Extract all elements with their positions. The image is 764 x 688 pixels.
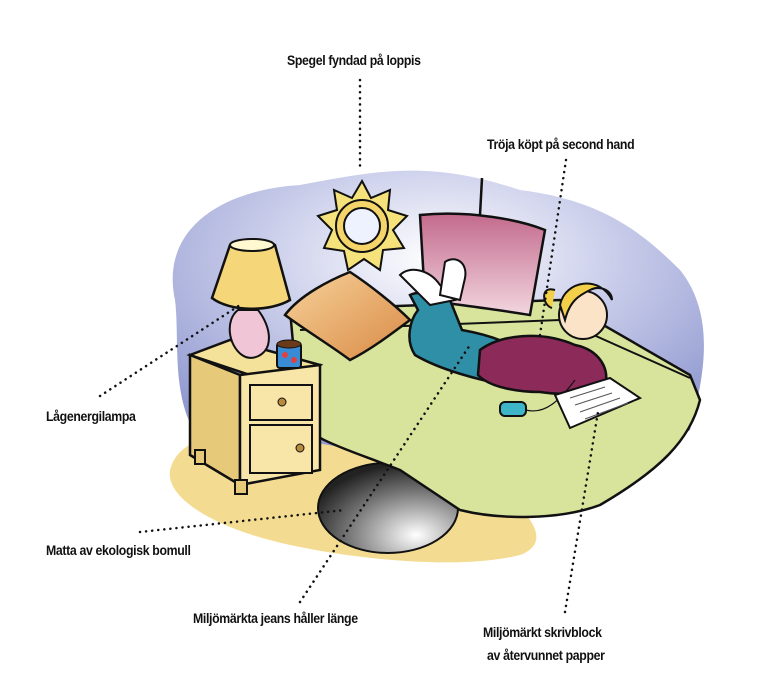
label-mirror: Spegel fyndad på loppis	[287, 52, 421, 68]
nightstand	[186, 338, 324, 495]
label-lamp: Lågenergilampa	[46, 408, 136, 424]
label-sweater: Tröja köpt på second hand	[487, 136, 635, 152]
label-notebook-line2: av återvunnet papper	[487, 647, 605, 663]
leader-rug	[138, 508, 347, 534]
label-jeans: Miljömärkta jeans håller länge	[193, 610, 358, 626]
leader-lamp	[98, 303, 242, 398]
leader-sweater	[538, 158, 568, 337]
label-rug: Matta av ekologisk bomull	[46, 542, 191, 558]
lamp	[210, 238, 292, 359]
notebook	[553, 376, 643, 430]
leader-jeans	[298, 343, 472, 604]
music-player	[499, 401, 527, 417]
cushion	[283, 270, 412, 362]
mug	[276, 339, 302, 369]
sun-mirror	[316, 178, 409, 272]
label-notebook-line1: Miljömärkt skrivblock	[483, 624, 602, 640]
bed	[288, 298, 702, 519]
